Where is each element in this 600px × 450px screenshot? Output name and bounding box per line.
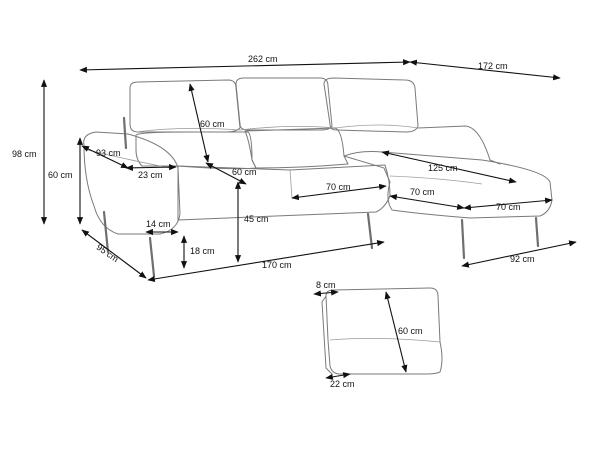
leg-chaise-front [460,218,466,260]
dim-line-chaise-front-width [463,197,553,211]
dimension-lines [40,59,577,380]
dim-line-arm-depth [81,145,129,169]
dim-line-headrest-depth [325,372,351,380]
leg-chaise-right [534,216,540,248]
leg-front-middle [366,212,374,250]
leg-front-left [148,236,156,278]
seat-cushion-left [135,131,257,170]
dim-line-chaise-seat-width [389,194,465,210]
dim-line-chaise-length [381,150,517,184]
seat-front-seam [289,169,293,199]
dim-line-headrest-thickness [313,289,339,297]
label-arm-width: 23 cm [138,170,163,180]
leg-back-right [122,116,128,150]
label-chaise-seat-width: 70 cm [410,187,435,197]
back-cushion-left [129,79,241,133]
label-sofa-width: 170 cm [262,260,292,270]
dim-line-total-width [79,59,411,73]
back-cushion-middle [235,77,333,131]
label-seat-width: 70 cm [326,182,351,192]
label-headrest-thickness: 8 cm [316,280,336,290]
chaise-seat [343,151,553,219]
label-total-width: 262 cm [248,54,278,64]
headrest-seam [329,338,441,343]
label-headrest-depth: 22 cm [330,379,355,389]
dim-line-chaise-width [461,240,577,268]
back-lower-band [135,124,419,133]
label-seat-height: 45 cm [244,214,269,224]
seat-cushion-middle [244,127,349,169]
dim-line-seat-cushion-depth [205,162,247,185]
label-total-height: 98 cm [12,149,37,159]
label-chaise-front-width: 70 cm [496,202,521,212]
dim-line-headrest-height [384,291,408,373]
label-arm-depth: 93 cm [96,148,121,158]
label-backrest-height: 60 cm [200,119,225,129]
label-chaise-length: 125 cm [428,163,458,173]
left-armrest [83,131,181,235]
dim-line-sofa-width [147,240,385,282]
dim-line-backrest-height [188,83,210,163]
label-seat-cushion-depth: 60 cm [232,167,257,177]
dim-line-arm-width [125,164,177,171]
headrest-body [325,287,443,375]
dim-line-sofa-depth [81,229,147,279]
dimension-labels: 262 cm 172 cm 98 cm 60 cm 60 cm 93 cm 23… [12,54,535,389]
dim-line-chaise-depth-total [409,59,561,81]
label-chaise-width: 92 cm [510,254,535,264]
label-arm-height: 60 cm [48,170,73,180]
label-leg-height: 18 cm [190,246,215,256]
back-cushion-right [323,77,419,133]
chaise-seat-seam [389,175,483,185]
label-chaise-depth-total: 172 cm [478,61,508,71]
dim-line-seat-width [291,183,387,201]
label-headrest-height: 60 cm [398,326,423,336]
headrest-side [321,295,333,375]
seat-front [177,164,391,221]
headrest-detail [321,287,443,375]
label-leg-inset: 14 cm [146,219,171,229]
